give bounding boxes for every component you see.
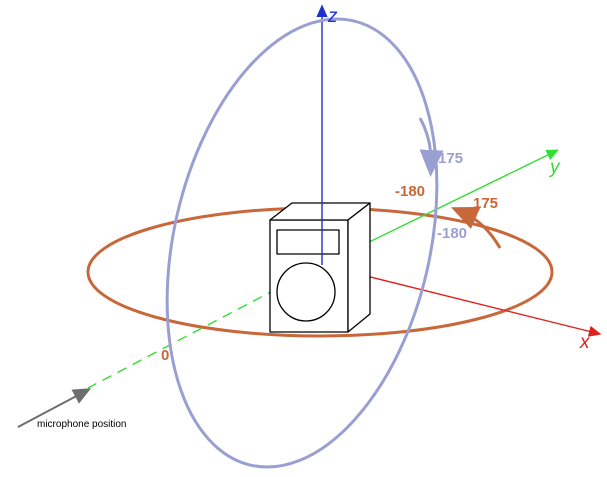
horizontal-ring-arrow-icon xyxy=(450,206,502,249)
horizontal-ring-175-label: 175 xyxy=(473,195,498,212)
microphone-position-label: microphone position xyxy=(37,419,127,430)
horizontal-ring-minus180-label: -180 xyxy=(395,183,425,200)
speaker-icon xyxy=(269,202,371,333)
horizontal-ring-0-label: 0 xyxy=(161,347,169,364)
y-axis-label: y xyxy=(548,157,561,178)
vertical-ring-minus180-label: -180 xyxy=(437,225,467,242)
vertical-ring-175-label: 175 xyxy=(438,150,463,167)
microphone-arrow-icon xyxy=(17,388,92,428)
z-axis-label: z xyxy=(327,6,338,27)
x-axis-label: x xyxy=(579,332,591,353)
vertical-angle-ring xyxy=(165,17,439,469)
vertical-ring-arrow-icon xyxy=(418,117,444,177)
